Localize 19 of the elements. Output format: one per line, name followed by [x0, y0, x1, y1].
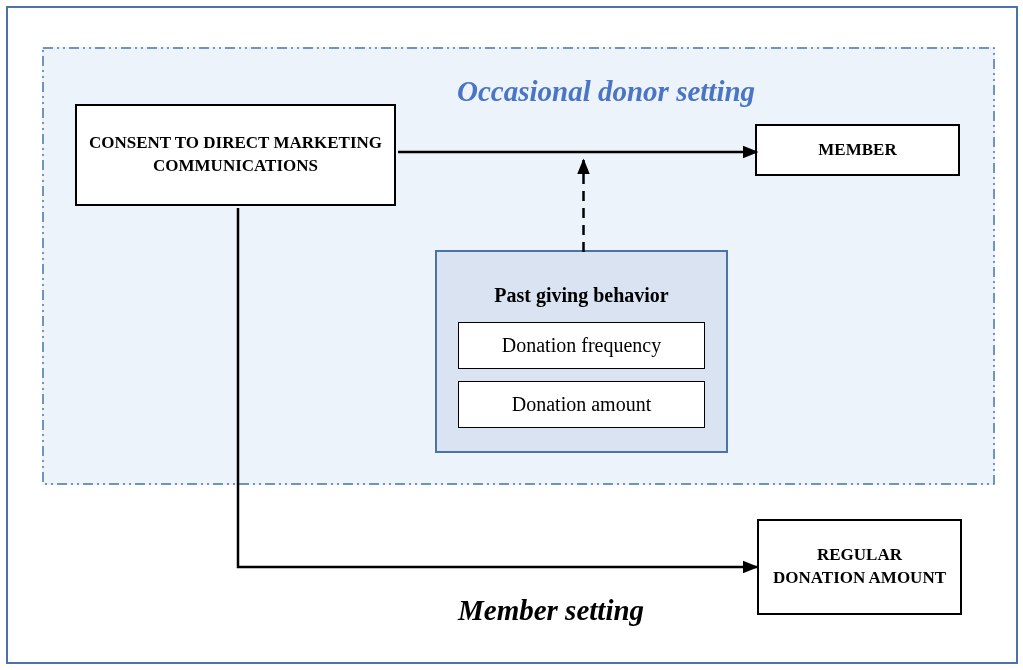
box-label: REGULAR DONATION AMOUNT — [772, 544, 947, 589]
item-label: Donation amount — [511, 393, 652, 416]
setting-title: Member setting — [458, 594, 645, 627]
process-box — [755, 124, 960, 176]
arrow — [577, 158, 590, 252]
arrow — [398, 145, 759, 159]
group-title: Past giving behavior — [493, 284, 670, 307]
arrow — [236, 208, 759, 574]
item-box — [458, 381, 705, 428]
item-label: Donation frequency — [501, 334, 662, 357]
process-box — [75, 104, 396, 206]
process-box — [757, 519, 962, 615]
setting-title: Occasional donor setting — [457, 75, 756, 108]
setting-region — [42, 47, 995, 485]
item-box — [458, 322, 705, 369]
box-label: MEMBER — [818, 138, 897, 161]
box-label: CONSENT TO DIRECT MARKETING COMMUNICATIONS — [88, 132, 383, 177]
group-box — [435, 250, 728, 453]
setting-frame — [6, 6, 1018, 664]
